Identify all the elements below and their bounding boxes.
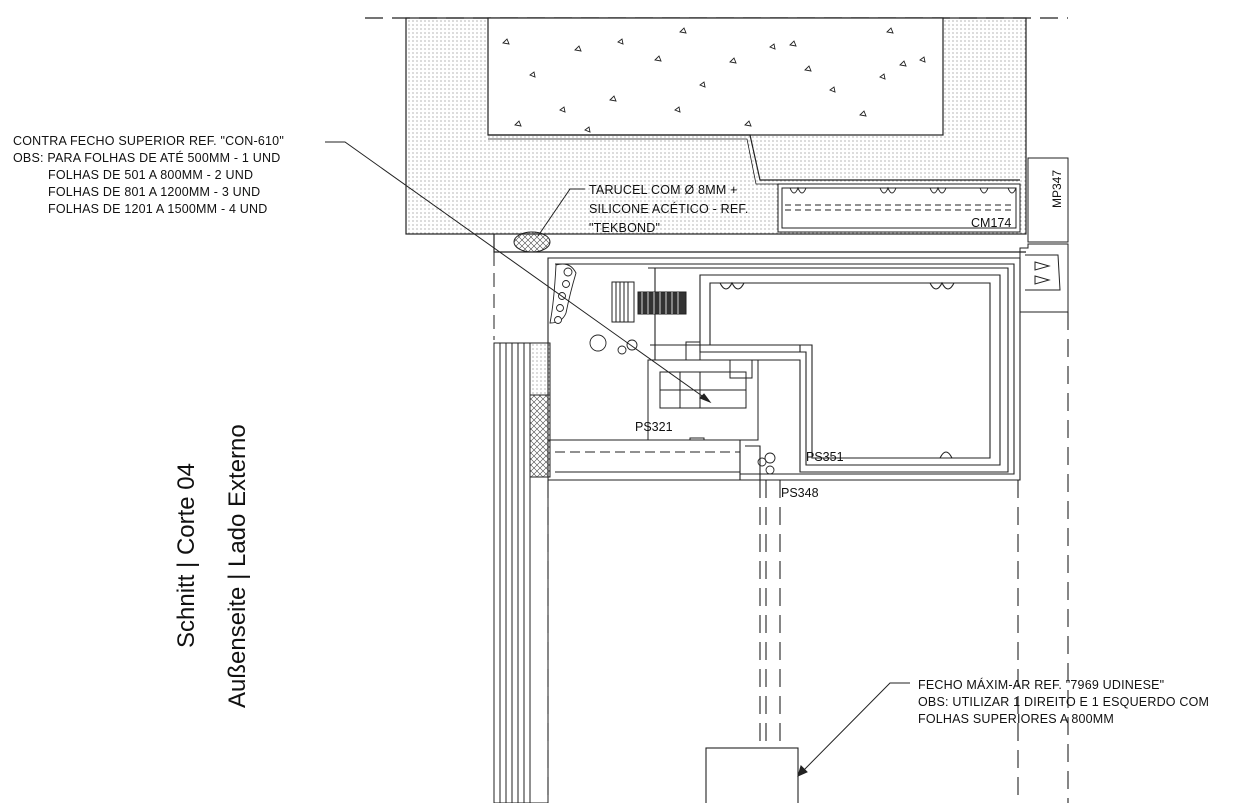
- note-fecho-line3: FOLHAS SUPERIORES A 800MM: [918, 712, 1115, 726]
- leader-lines: [325, 141, 910, 777]
- sash-profile-ps348: [547, 439, 761, 481]
- section-title-line2: Außenseite | Lado Externo: [224, 424, 251, 708]
- label-ps321: PS321: [635, 420, 673, 434]
- note-contra-fecho-line3: FOLHAS DE 801 A 1200MM - 3 UND: [48, 185, 261, 199]
- note-fecho-line2: OBS: UTILIZAR 1 DIREITO E 1 ESQUERDO COM: [918, 695, 1210, 709]
- slab-joint-line: [488, 134, 1020, 181]
- note-fecho-line1: FECHO MÁXIM-AR REF. "7969 UDINESE": [918, 678, 1165, 692]
- gasket-left: [549, 263, 776, 475]
- label-ps351: PS351: [806, 450, 844, 464]
- note-tarucel-line3: "TEKBOND": [589, 221, 661, 235]
- label-cm174: CM174: [971, 216, 1012, 230]
- note-contra-fecho-line2: FOLHAS DE 501 A 800MM - 2 UND: [48, 168, 254, 182]
- note-tarucel: TARUCEL COM Ø 8MM + SILICONE ACÉTICO - R…: [589, 181, 749, 238]
- note-contra-fecho-line4: FOLHAS DE 1201 A 1500MM - 4 UND: [48, 202, 268, 216]
- concrete-slab: [405, 17, 1027, 235]
- note-contra-fecho-title: CONTRA FECHO SUPERIOR REF. "CON-610": [13, 134, 284, 148]
- note-contra-fecho: CONTRA FECHO SUPERIOR REF. "CON-610" OBS…: [13, 133, 284, 218]
- aggregate-marks: [502, 27, 926, 133]
- hardware-block: [611, 281, 759, 465]
- label-ps348: PS348: [781, 486, 819, 500]
- glazing-infill: [493, 342, 551, 804]
- fecho-maxim-ar-box: [705, 747, 799, 808]
- tarucel-backer-rod: [513, 231, 551, 253]
- frame-outline: [493, 234, 1026, 253]
- note-fecho-maxim-ar: FECHO MÁXIM-AR REF. "7969 UDINESE" OBS: …: [918, 677, 1209, 728]
- dashed-centerlines: [547, 312, 1069, 803]
- note-contra-fecho-obs: OBS: PARA FOLHAS DE ATÉ 500MM - 1 UND: [13, 151, 281, 165]
- label-mp347: MP347: [1050, 169, 1064, 208]
- note-tarucel-line2: SILICONE ACÉTICO - REF.: [589, 202, 749, 216]
- section-title-line1: Schnitt | Corte 04: [173, 463, 200, 648]
- note-tarucel-line1: TARUCEL COM Ø 8MM +: [589, 183, 738, 197]
- profile-cm174: [777, 183, 1021, 233]
